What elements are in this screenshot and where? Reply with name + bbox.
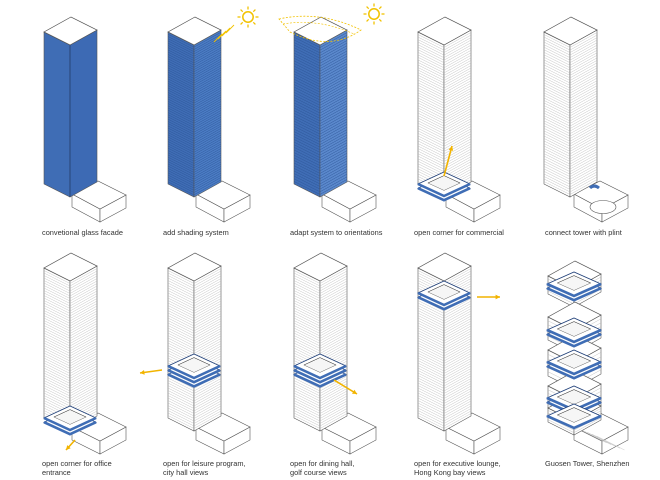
- step-8-dining: [294, 253, 376, 454]
- caption-line: open corner for office: [42, 459, 112, 468]
- caption-step-6: open corner for office entrance: [42, 459, 112, 477]
- sun-ray: [253, 22, 255, 24]
- sun-ray: [241, 22, 243, 24]
- direction-arrowhead: [496, 295, 500, 300]
- tower-right-face: [70, 30, 97, 197]
- step-3-orientation: [279, 4, 385, 223]
- sun-ray: [367, 19, 369, 21]
- caption-line: adapt system to orientations: [290, 228, 382, 237]
- caption-step-5: connect tower with plint: [545, 228, 622, 237]
- caption-step-1: convetional glass facade: [42, 228, 123, 237]
- caption-line: city hall views: [163, 468, 246, 477]
- step-1-conventional-facade: [44, 17, 126, 222]
- sun-icon: [243, 12, 253, 22]
- step-7-leisure: [140, 253, 250, 454]
- caption-line: add shading system: [163, 228, 229, 237]
- caption-step-9: open for executive lounge, Hong Kong bay…: [414, 459, 501, 477]
- caption-line: Guosen Tower, Shenzhen: [545, 459, 630, 468]
- caption-step-4: open corner for commercial: [414, 228, 504, 237]
- step-10-final-tower: [547, 261, 628, 454]
- caption-step-2: add shading system: [163, 228, 229, 237]
- step-5-plinth-connection: [544, 17, 628, 222]
- caption-step-8: open for dining hall, golf course views: [290, 459, 355, 477]
- caption-step-7: open for leisure program, city hall view…: [163, 459, 246, 477]
- caption-line: Hong Kong bay views: [414, 468, 501, 477]
- step-9-executive-lounge: [418, 253, 500, 454]
- caption-step-3: adapt system to orientations: [290, 228, 382, 237]
- step-2-shading-system: [168, 7, 259, 223]
- plinth-courtyard: [590, 201, 616, 214]
- sun-ray: [379, 7, 381, 9]
- step-4-commercial-corner: [418, 17, 500, 222]
- caption-line: open corner for commercial: [414, 228, 504, 237]
- caption-line: open for executive lounge,: [414, 459, 501, 468]
- sun-ray-incoming: [222, 28, 230, 36]
- caption-line: open for dining hall,: [290, 459, 355, 468]
- sun-ray-incoming: [226, 25, 234, 33]
- sun-ray: [253, 10, 255, 12]
- tower-left-face: [44, 32, 70, 197]
- sun-icon: [369, 9, 379, 19]
- caption-step-10: Guosen Tower, Shenzhen: [545, 459, 630, 468]
- step-6-office-entrance: [44, 253, 126, 454]
- caption-line: convetional glass facade: [42, 228, 123, 237]
- caption-line: connect tower with plint: [545, 228, 622, 237]
- caption-line: entrance: [42, 468, 112, 477]
- sun-ray: [241, 10, 243, 12]
- caption-line: open for leisure program,: [163, 459, 246, 468]
- caption-line: golf course views: [290, 468, 355, 477]
- sun-ray: [367, 7, 369, 9]
- sun-ray: [379, 19, 381, 21]
